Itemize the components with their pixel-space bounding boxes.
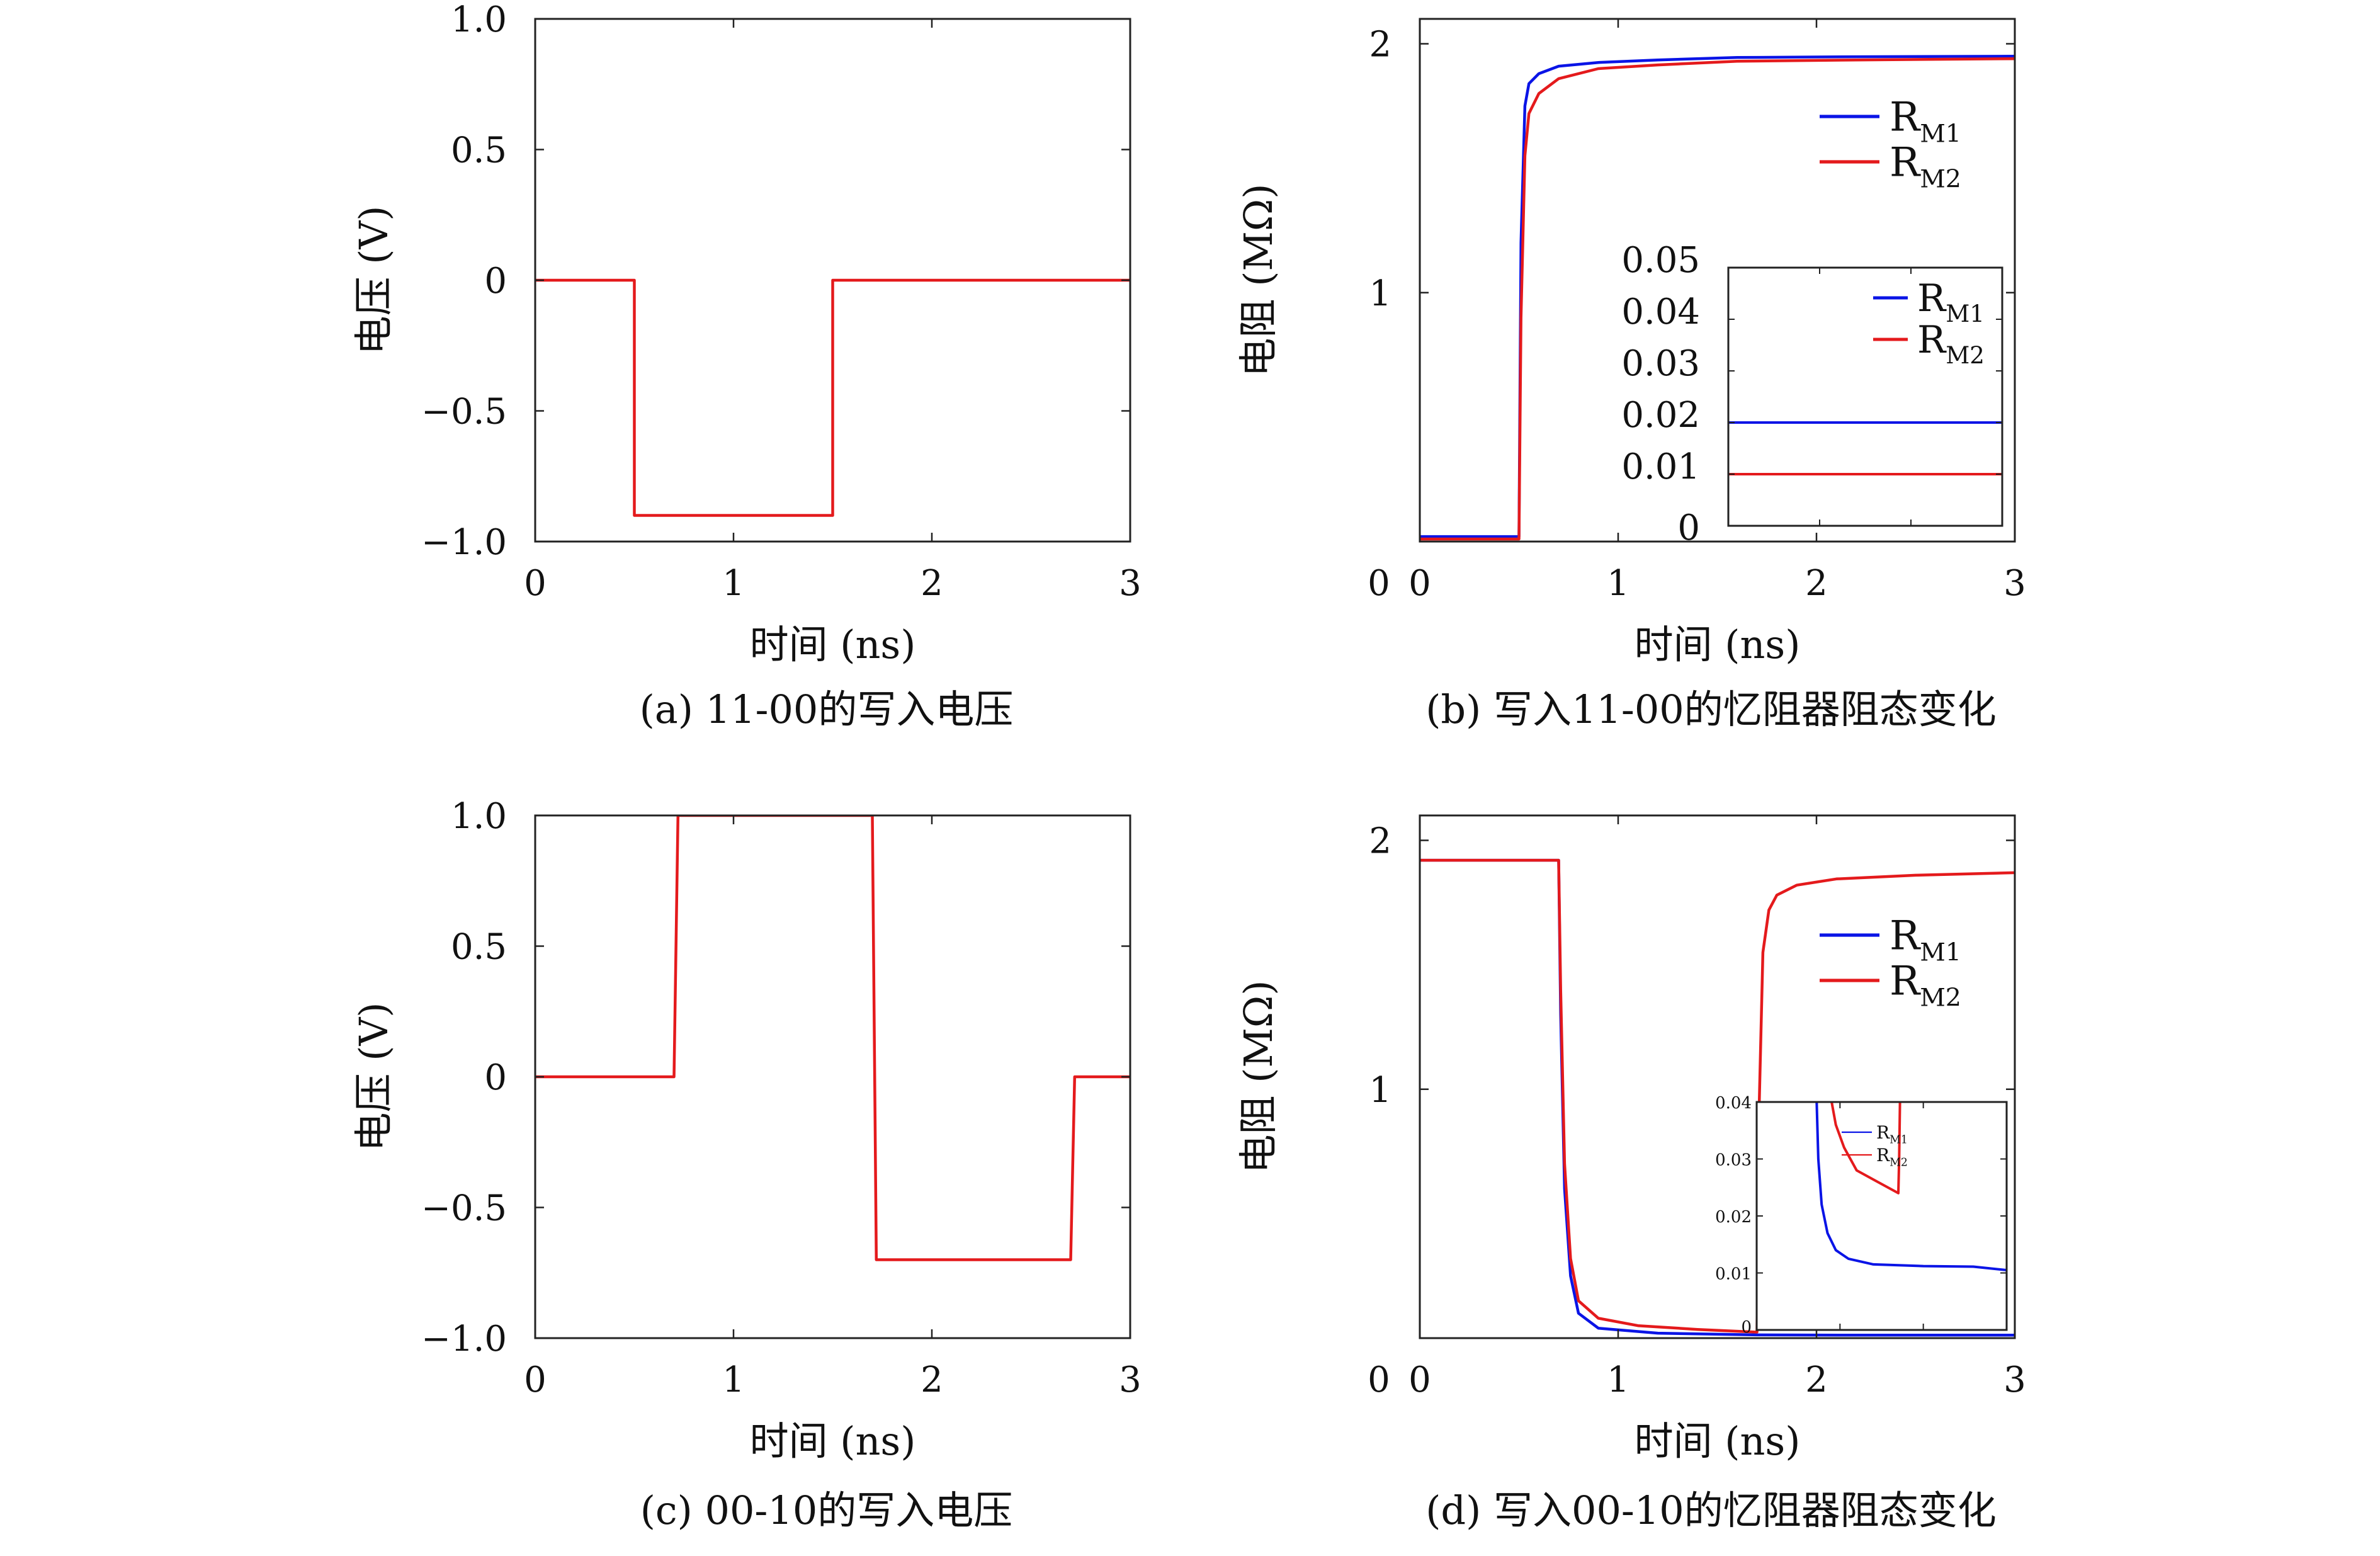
inset-y-tick-label: 0.01 xyxy=(1621,446,1700,487)
y-tick-label: −0.5 xyxy=(421,1188,507,1229)
x-tick-label: 3 xyxy=(1119,563,1142,604)
y-tick-label: −1.0 xyxy=(421,1319,507,1360)
y-tick-label: −1.0 xyxy=(421,522,507,563)
y-tick-label: 1 xyxy=(1369,273,1391,314)
y-axis-label: 电阻 (MΩ) xyxy=(1235,980,1281,1174)
inset-y-tick-label: 0.03 xyxy=(1621,343,1700,384)
x-tick-label: 1 xyxy=(722,563,745,604)
subfigure-caption: (b) 写入11-00的忆阻器阻态变化 xyxy=(1425,686,1997,732)
inset-y-tick-label: 0 xyxy=(1677,508,1700,548)
chart-c: 0 1 2 3 1.0 0.5 0 −0.5 −1.0 时间 (ns) 电压 (V) (c) 00-1… xyxy=(351,796,1142,1533)
inset-y-tick-label: 0.04 xyxy=(1621,292,1700,332)
legend-label: RM1 xyxy=(1890,912,1961,967)
x-tick-label: 0 xyxy=(524,563,547,604)
x-tick-label: 3 xyxy=(1119,1360,1142,1400)
inset-series-line-rm2 xyxy=(1830,1102,1901,1195)
y-axis-label: 电压 (V) xyxy=(351,1002,397,1152)
x-axis-label: 时间 (ns) xyxy=(750,622,916,667)
legend-label: RM1 xyxy=(1876,1122,1908,1147)
x-tick-label: 0 xyxy=(1408,563,1431,604)
y-tick-label: 2 xyxy=(1369,25,1391,65)
series-line-voltage xyxy=(535,815,1130,1261)
inset-y-tick-label: 0.02 xyxy=(1621,395,1700,436)
y-tick-label: 0 xyxy=(484,261,507,302)
y-origin-label: 0 xyxy=(1368,563,1390,604)
subfigure-caption: (a) 11-00的写入电压 xyxy=(640,686,1014,732)
axes-frame xyxy=(1419,18,2016,543)
x-tick-label: 3 xyxy=(2003,1360,2026,1400)
legend-label: RM1 xyxy=(1917,276,1985,327)
x-tick-label: 2 xyxy=(1805,1360,1828,1400)
inset-y-tick-label: 0.01 xyxy=(1715,1265,1752,1284)
x-tick-label: 1 xyxy=(1607,1360,1629,1400)
series-line-voltage xyxy=(535,278,1130,517)
inset-background xyxy=(1728,268,2002,526)
legend-label: RM2 xyxy=(1890,139,1961,193)
y-tick-label: 0 xyxy=(484,1057,507,1098)
x-axis-label: 时间 (ns) xyxy=(1635,622,1801,667)
y-tick-label: 1 xyxy=(1369,1070,1391,1111)
legend-label: RM1 xyxy=(1890,94,1961,148)
x-tick-label: 2 xyxy=(1805,563,1828,604)
inset-y-tick-label: 0.02 xyxy=(1715,1208,1752,1227)
y-tick-label: 0.5 xyxy=(451,130,507,171)
legend-label: RM2 xyxy=(1917,318,1985,369)
legend-label: RM2 xyxy=(1890,958,1961,1012)
x-tick-label: 1 xyxy=(1607,563,1629,604)
subfigure-caption: (d) 写入00-10的忆阻器阻态变化 xyxy=(1425,1487,1997,1533)
x-tick-label: 0 xyxy=(524,1360,547,1400)
axes-frame xyxy=(1419,814,2016,1339)
y-axis-label: 电阻 (MΩ) xyxy=(1235,184,1281,377)
inset-frame xyxy=(1727,266,2003,527)
y-tick-label: 0.5 xyxy=(451,927,507,968)
x-axis-label: 时间 (ns) xyxy=(750,1418,916,1464)
inset-y-tick-label: 0 xyxy=(1741,1318,1752,1337)
series-line-rm2 xyxy=(1420,57,2015,541)
inset-background xyxy=(1757,1102,2007,1330)
inset-y-tick-label: 0.04 xyxy=(1715,1094,1752,1113)
x-tick-label: 3 xyxy=(2003,563,2026,604)
y-tick-label: −0.5 xyxy=(421,392,507,433)
x-tick-label: 0 xyxy=(1408,1360,1431,1400)
subfigure-caption: (c) 00-10的写入电压 xyxy=(640,1487,1013,1533)
inset-y-tick-label: 0.05 xyxy=(1621,240,1700,281)
x-axis-label: 时间 (ns) xyxy=(1635,1418,1801,1464)
series-line-rm2 xyxy=(1420,858,2015,1334)
x-tick-label: 2 xyxy=(921,563,943,604)
inset-series-line-rm1 xyxy=(1815,1102,2007,1271)
legend-label: RM2 xyxy=(1876,1145,1908,1169)
inset-y-tick-label: 0.03 xyxy=(1715,1151,1752,1170)
y-tick-label: 2 xyxy=(1369,821,1391,862)
chart-d: 0 1 2 3 1 2 0 时间 (ns) 电阻 (MΩ) (d) 写入00-10的忆阻器阻态变化… xyxy=(1235,814,2026,1533)
y-tick-label: 1.0 xyxy=(451,796,507,837)
y-tick-label: 1.0 xyxy=(451,0,507,40)
chart-a: 0 1 2 3 1.0 0.5 0 −0.5 −1.0 时间 (ns) 电压 (V) (a) 11-0… xyxy=(351,0,1142,732)
y-axis-label: 电压 (V) xyxy=(351,206,397,355)
chart-b: 0 1 2 3 1 2 0 时间 (ns) 电阻 (MΩ) (b) 写入11-00的忆阻器阻态变化… xyxy=(1235,18,2026,732)
x-tick-label: 1 xyxy=(722,1360,745,1400)
y-origin-label: 0 xyxy=(1368,1360,1390,1400)
x-tick-label: 2 xyxy=(921,1360,943,1400)
